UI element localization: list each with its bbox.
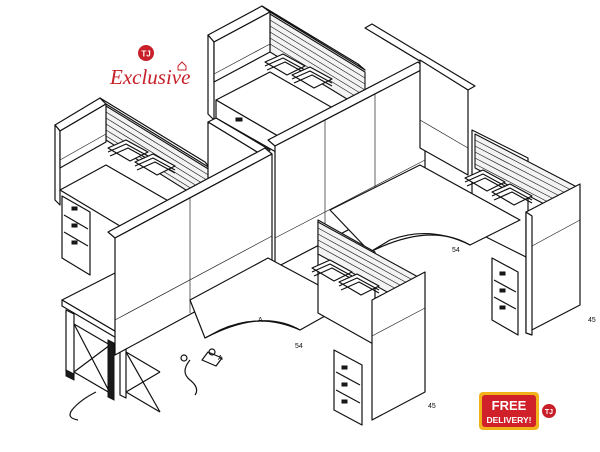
free-delivery-badge: FREE DELIVERY! TJ (479, 392, 556, 430)
tj-circle-logo-icon (138, 45, 154, 61)
house-icon (177, 61, 187, 71)
workstation-front (61, 147, 426, 426)
power-cord (69, 391, 97, 421)
letter-tray (107, 139, 176, 176)
workstation-right (329, 129, 581, 336)
brand-name: Exclusive (109, 65, 190, 89)
brand-logo-mark: TJ (141, 50, 150, 59)
dim-label: A (218, 355, 223, 362)
badge-logo-mark: TJ (545, 409, 553, 416)
badge-line1: FREE (492, 398, 527, 413)
trestle-leg (65, 309, 161, 413)
brand-logo: TJ Exclusive (109, 45, 190, 89)
dim-label: 54 (295, 343, 303, 350)
letter-tray (464, 169, 533, 206)
dim-label: 54 (452, 247, 460, 254)
dim-label: 45 (588, 317, 596, 324)
dim-label: A (258, 317, 263, 324)
dim-label: 45 (428, 403, 436, 410)
power-cord (184, 359, 198, 396)
letter-tray (311, 259, 380, 296)
tj-circle-logo-icon (542, 404, 556, 418)
letter-tray (264, 53, 333, 89)
dimension-labels: 54 54 45 45 A A (218, 247, 596, 410)
badge-line2: DELIVERY! (486, 415, 531, 425)
